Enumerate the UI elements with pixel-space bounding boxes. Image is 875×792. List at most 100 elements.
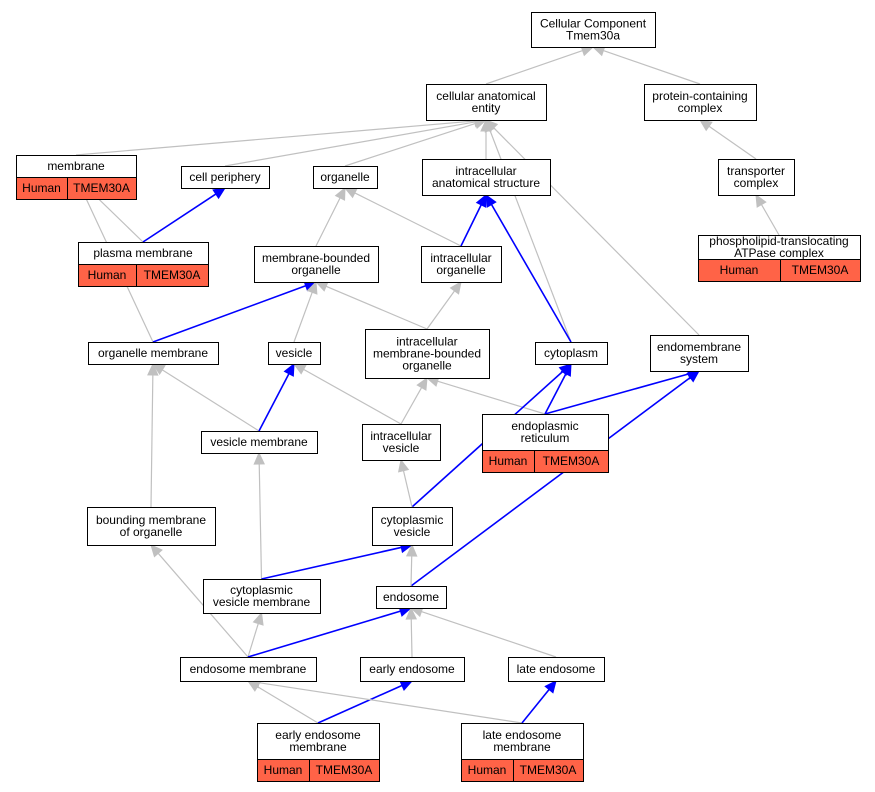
annotation-gene-cell-phospholipid-translocating-atpase-complex [780,259,861,282]
node-label-plasma-membrane-0: plasma membrane [93,246,193,260]
edge-arrowhead-bounding-membrane-of-organelle-to-organelle-membrane [147,362,159,376]
node-box-intracellular-membrane-bounded-organelle [365,329,490,379]
edge-early-endosome-membrane-to-endosome-membrane [257,686,319,724]
node-label-intracellular-membrane-bounded-organelle-0: intracellular [396,335,457,349]
node-label-early-endosome-membrane-0: early endosome [275,728,361,742]
edge-arrowhead-endosome-membrane-to-cytoplasmic-vesicle-membrane [252,611,264,626]
edge-endosome-membrane-to-endosome [247,610,401,658]
node-label-cell-periphery-0: cell periphery [189,170,260,184]
annotation-gene-endoplasmic-reticulum[interactable]: TMEM30A [543,454,600,468]
node-label-cytoplasmic-vesicle-0: cytoplasmic [381,513,444,527]
node-box-endosome-membrane [180,657,317,682]
edge-arrowhead-plasma-membrane-to-cell-periphery [212,187,227,200]
edge-arrowhead-intracellular-membrane-bounded-organelle-to-membrane-bounded-organelle [314,281,329,292]
node-label-cytoplasmic-vesicle-membrane-1: vesicle membrane [213,595,311,609]
node-label-intracellular-membrane-bounded-organelle-2: organelle [402,359,452,373]
node-box-late-endosome [508,657,605,682]
annotation-gene-phospholipid-translocating-atpase-complex[interactable]: TMEM30A [792,263,849,277]
node-label-late-endosome-membrane-1: membrane [493,740,551,754]
node-label-protein-containing-complex-1: complex [678,101,723,115]
node-label-intracellular-anatomical-structure-0: intracellular [455,164,516,178]
node-box-root [531,12,656,48]
node-cell-periphery[interactable]: cell periphery [181,166,270,189]
node-organelle-membrane[interactable]: organelle membrane [88,342,219,365]
node-box-vesicle [268,342,321,365]
node-endosome-membrane[interactable]: endosome membrane [180,657,317,682]
edge-cytoplasm-to-intracellular-anatomical-structure [490,204,572,343]
edge-intracellular-organelle-to-intracellular-anatomical-structure [460,204,482,247]
annotation-gene-early-endosome-membrane[interactable]: TMEM30A [316,763,373,777]
edge-cell-periphery-to-cellular-anatomical-entity [224,121,476,167]
edge-cellular-anatomical-entity-to-root [485,50,583,85]
edge-arrowhead-endosome-membrane-to-bounding-membrane-of-organelle [150,544,163,558]
node-late-endosome[interactable]: late endosome [508,657,605,682]
node-label-membrane-0: membrane [47,159,105,173]
node-vesicle-membrane[interactable]: vesicle membrane [201,431,318,454]
annotation-gene-plasma-membrane[interactable]: TMEM30A [144,268,201,282]
edge-intracellular-membrane-bounded-organelle-to-membrane-bounded-organelle [325,285,428,330]
node-label-root-1: Tmem30a [566,29,620,43]
node-box-cytoplasmic-vesicle [372,507,453,546]
annotation-gene-late-endosome-membrane[interactable]: TMEM30A [520,763,577,777]
node-box-cellular-anatomical-entity [426,84,547,121]
node-label-early-endosome-membrane-1: membrane [289,740,347,754]
edge-plasma-membrane-to-cell-periphery [142,193,217,243]
edge-arrowhead-intracellular-membrane-bounded-organelle-to-intracellular-organelle [449,281,462,295]
node-cytoplasm[interactable]: cytoplasm [535,342,608,365]
node-label-cytoplasmic-vesicle-membrane-0: cytoplasmic [230,583,293,597]
node-label-intracellular-membrane-bounded-organelle-1: membrane-bounded [373,347,481,361]
node-vesicle[interactable]: vesicle [268,342,321,365]
annotation-gene-cell-plasma-membrane [136,264,209,287]
node-early-endosome[interactable]: early endosome [360,657,465,682]
annotation-gene-cell-membrane [67,177,137,200]
edge-membrane-to-cellular-anatomical-entity [75,120,476,156]
edge-intracellular-organelle-to-organelle [354,192,462,247]
node-label-endoplasmic-reticulum-1: reticulum [521,431,570,445]
node-organelle[interactable]: organelle [313,166,378,189]
edge-late-endosome-membrane-to-late-endosome [521,689,550,724]
node-box-early-endosome [360,657,465,682]
edge-protein-containing-complex-to-root [603,50,701,85]
edge-endosome-to-endomembrane-system [410,376,691,587]
edge-vesicle-to-membrane-bounded-organelle [293,292,313,343]
annotation-species-phospholipid-translocating-atpase-complex: Human [720,263,759,277]
edge-cytoplasmic-vesicle-to-intracellular-vesicle [402,470,413,508]
edge-organelle-membrane-to-membrane-bounded-organelle [152,285,306,343]
edge-arrowhead-early-endosome-to-endosome [405,606,418,620]
node-label-endomembrane-system-0: endomembrane [657,340,741,354]
edge-arrowhead-vesicle-to-membrane-bounded-organelle [306,280,318,295]
edge-arrowhead-transporter-complex-to-protein-containing-complex [699,119,713,132]
edge-endosome-membrane-to-cytoplasmic-vesicle-membrane [247,623,259,658]
node-label-intracellular-organelle-0: intracellular [430,251,491,265]
node-box-transporter-complex [718,159,795,196]
annotation-gene-membrane[interactable]: TMEM30A [73,181,130,195]
edge-vesicle-membrane-to-organelle-membrane [161,369,260,432]
node-endosome[interactable]: endosome [376,586,447,609]
node-label-intracellular-anatomical-structure-1: anatomical structure [432,176,540,190]
node-box-organelle [313,166,378,189]
node-box-vesicle-membrane [201,431,318,454]
node-label-phospholipid-translocating-atpase-complex-1: ATPase complex [734,246,824,260]
edge-arrowhead-intracellular-organelle-to-organelle [343,187,358,199]
annotation-species-early-endosome-membrane: Human [264,763,303,777]
node-box-intracellular-organelle [421,246,502,283]
